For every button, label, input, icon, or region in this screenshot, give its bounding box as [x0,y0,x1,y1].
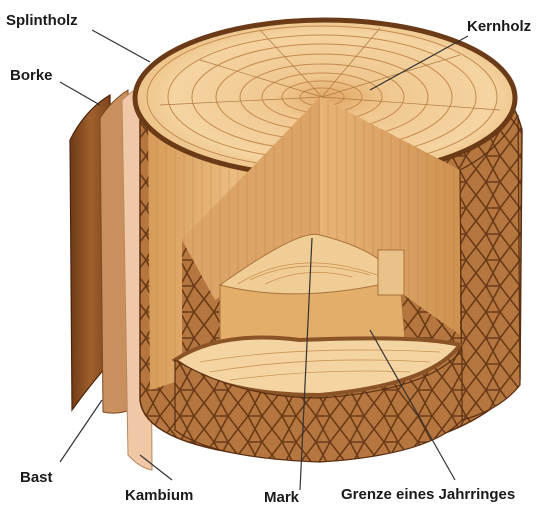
label-grenze-eines-jahrringes: Grenze eines Jahrringes [341,486,515,503]
mark-pith-block [378,250,404,295]
label-kambium: Kambium [125,487,193,504]
leader-borke [60,82,100,105]
label-splintholz: Splintholz [6,12,78,29]
label-mark: Mark [264,489,300,506]
label-borke: Borke [10,67,53,84]
leader-splintholz [92,30,150,62]
label-kernholz: Kernholz [467,18,531,35]
label-bast: Bast [20,469,53,486]
leader-bast [60,400,102,462]
